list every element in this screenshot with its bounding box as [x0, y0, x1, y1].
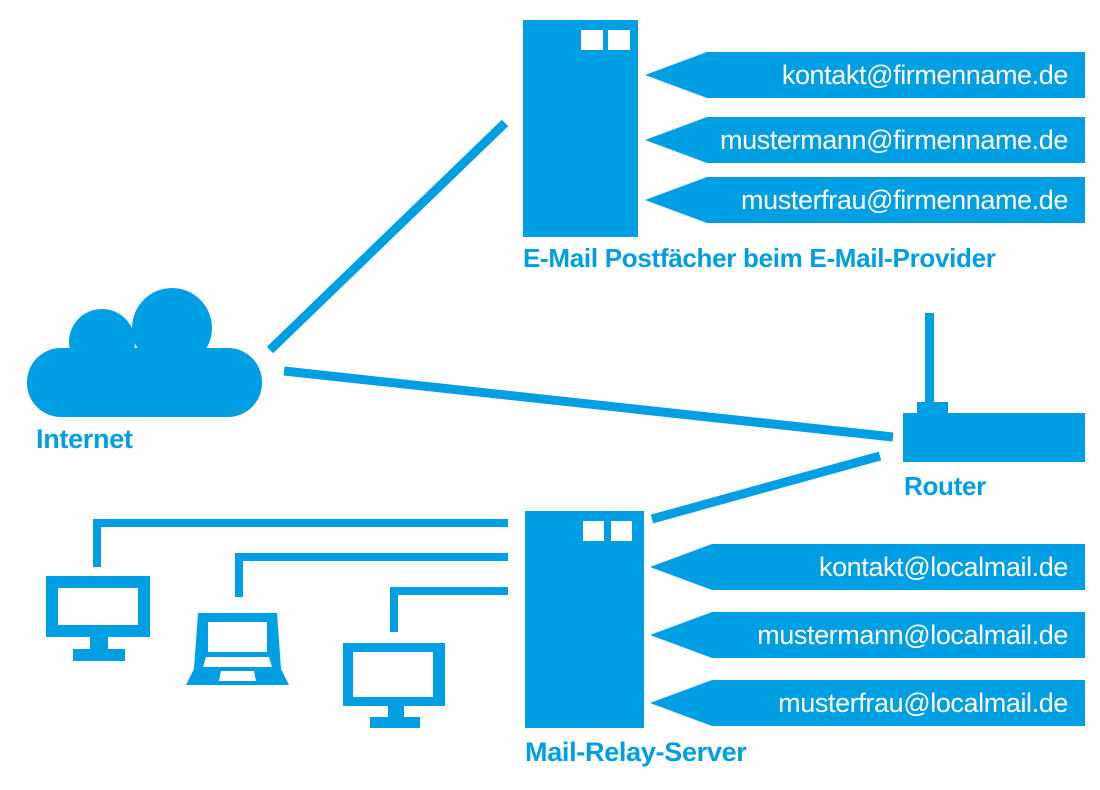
provider-server-tower — [523, 20, 638, 237]
laptop-keyboard — [203, 657, 272, 667]
relay-server-icon — [525, 511, 644, 728]
mailbox-tag-label: kontakt@localmail.de — [818, 552, 1068, 582]
mailbox-tag-label: kontakt@firmenname.de — [781, 60, 1069, 90]
provider-server-led-2 — [608, 30, 630, 50]
line-internet-to-router — [283, 366, 894, 442]
router-antenna — [925, 313, 934, 408]
internet-label: Internet — [36, 424, 133, 454]
mailbox-tag — [650, 612, 1085, 658]
monitor-screen — [353, 652, 433, 697]
mailbox-tag — [645, 52, 1085, 98]
monitor-base — [73, 649, 125, 661]
relay-server-led-1 — [583, 521, 604, 541]
relay-server-tower — [525, 511, 644, 728]
router-antenna-base — [917, 402, 948, 414]
cloud-base — [27, 348, 262, 417]
mailbox-tag-label: musterfrau@firmenname.de — [741, 185, 1068, 215]
relay-server-label: Mail-Relay-Server — [525, 737, 747, 767]
laptop-screen — [208, 622, 267, 652]
relay-mailbox-tags — [650, 544, 1085, 726]
provider-server-icon — [523, 20, 638, 237]
mailbox-tag — [645, 117, 1085, 163]
cloud-icon — [27, 288, 262, 417]
monitor-base — [370, 717, 420, 728]
mailbox-tag-label: mustermann@localmail.de — [757, 620, 1068, 650]
laptop-trackpad — [219, 671, 256, 681]
desktop-computer-icon — [46, 576, 150, 661]
provider-mailbox-tags — [645, 52, 1085, 223]
relay-server-led-2 — [611, 521, 632, 541]
monitor-screen — [58, 588, 138, 625]
provider-server-led-1 — [581, 30, 603, 50]
line-internet-to-provider — [266, 119, 509, 354]
mailbox-tag-label: musterfrau@localmail.de — [778, 688, 1068, 718]
line-laptop-to-relay — [235, 553, 508, 597]
mailbox-tag — [645, 177, 1085, 223]
laptop-computer-icon — [186, 613, 289, 685]
router-icon — [903, 313, 1085, 462]
line-router-to-relay — [650, 451, 882, 524]
connector-lines — [93, 119, 894, 632]
mailbox-tag — [650, 544, 1085, 590]
router-label: Router — [904, 471, 986, 501]
router-body — [903, 413, 1085, 462]
line-desktop2-to-relay — [390, 587, 508, 632]
monitor-stand — [90, 637, 108, 650]
mailbox-tag-label: mustermann@firmenname.de — [720, 125, 1068, 155]
line-desktop1-to-relay — [93, 519, 508, 567]
desktop-computer-icon — [343, 643, 445, 728]
provider-server-label: E-Mail Postfächer beim E-Mail-Provider — [523, 243, 996, 273]
monitor-stand — [388, 706, 404, 717]
mailbox-tag — [650, 680, 1085, 726]
